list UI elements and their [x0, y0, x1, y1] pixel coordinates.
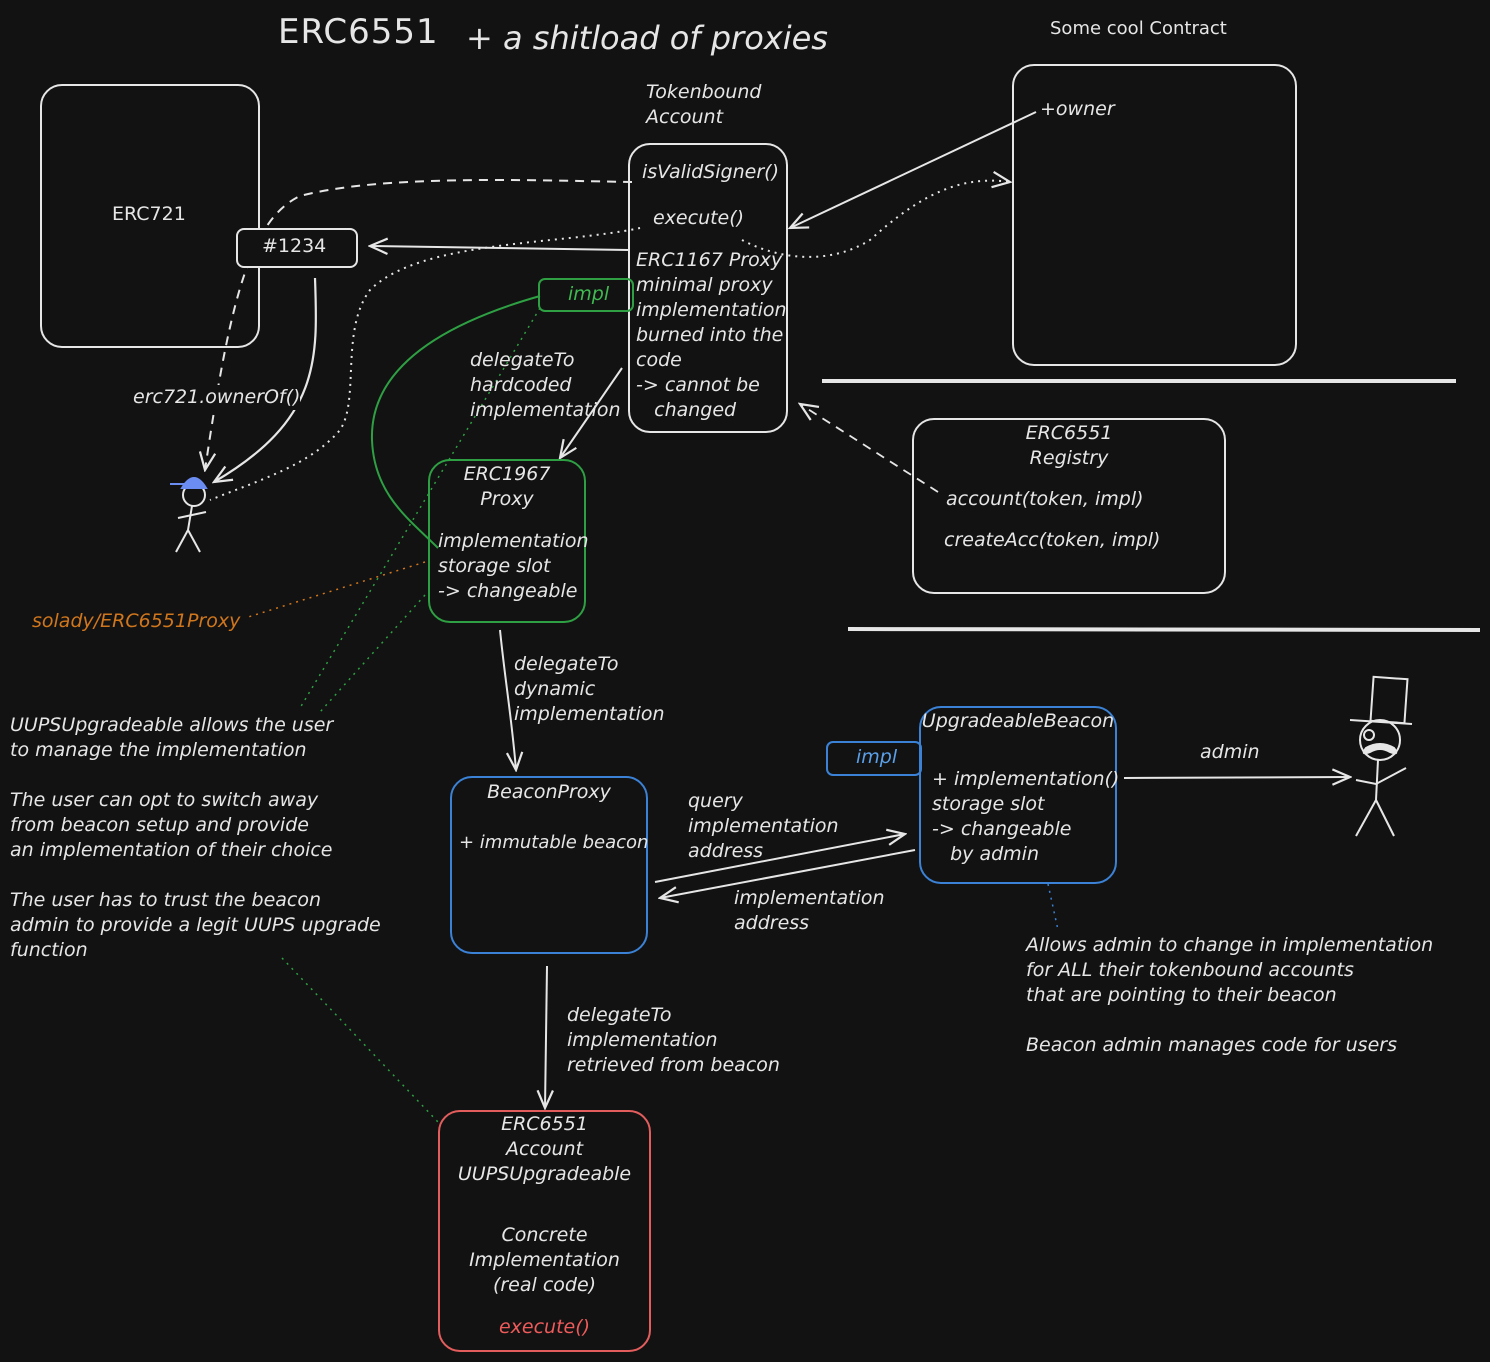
impl-tag-green-label: impl: [568, 283, 610, 305]
cool-contract-box: [1012, 64, 1297, 366]
delegate-dynamic-arrow: [499, 629, 516, 770]
solady-orange-dotted: [244, 561, 426, 619]
delegate-beacon-impl-label: delegateTo implementation retrieved from…: [567, 1004, 780, 1076]
query-arrow: [654, 834, 905, 883]
delegate-hardcoded-arrow: [560, 367, 623, 458]
delegate-hardcoded-label: delegateTo hardcoded implementation: [470, 349, 621, 421]
user-stick-figure-icon: [170, 477, 208, 553]
impl-tag-blue: [826, 741, 922, 776]
delegate-dynamic-label: delegateTo dynamic implementation: [514, 653, 665, 725]
erc721-box: [40, 84, 260, 348]
return-arrow: [660, 849, 916, 898]
erc1967-proxy-box: [428, 459, 586, 623]
registry-dashed-arrow: [800, 404, 939, 493]
erc1167-proxy-text: ERC1167 Proxy minimal proxy implementati…: [636, 249, 787, 421]
is-valid-signer-label: isValidSigner(): [642, 161, 779, 183]
erc6551-account-execute: execute(): [498, 1316, 591, 1338]
erc1967-title: ERC1967 Proxy: [463, 463, 551, 510]
registry-account-fn: account(token, impl): [946, 488, 1144, 510]
token-id-box: [236, 228, 358, 268]
delegate-impl-arrow: [545, 965, 547, 1108]
erc6551-registry-box: [912, 418, 1226, 594]
erc6551-account-body: Concrete Implementation (real code): [469, 1224, 620, 1296]
account-green-dotted: [281, 957, 439, 1123]
cool-contract-heading: Some cool Contract: [1050, 18, 1227, 39]
impl-tag-blue-label: impl: [856, 746, 898, 768]
erc721-label: ERC721: [112, 203, 186, 225]
owner-to-execute-arrow: [790, 111, 1037, 228]
solady-proxy-label: solady/ERC6551Proxy: [32, 610, 241, 632]
registry-create-fn: createAcc(token, impl): [944, 529, 1161, 551]
uups-explanation-note: UUPSUpgradeable allows the user to manag…: [10, 714, 381, 961]
upgradeable-beacon-title: UpgradeableBeacon: [921, 710, 1115, 732]
impl-tag-green: [538, 278, 634, 312]
execute-to-contract-dotted: [741, 181, 1010, 258]
impl-green-line: [370, 295, 541, 549]
tokenbound-account-box: [628, 143, 788, 433]
admin-arrow: [1123, 777, 1350, 778]
admin-tophat-stick-figure-icon: [1349, 675, 1413, 837]
separator-line-lower: [847, 627, 1481, 632]
beacon-admin-note: Allows admin to change in implementation…: [1026, 934, 1434, 1056]
is-valid-signer-dashed-arrow: [205, 179, 633, 470]
upgradeable-beacon-body: + implementation() storage slot -> chang…: [932, 768, 1120, 865]
upgradeable-beacon-box: [919, 706, 1117, 884]
impl-green-dotted: [299, 307, 541, 709]
erc1967-green-dotted: [319, 594, 426, 713]
owner-solid-arrow: [214, 277, 318, 482]
erc1967-body: implementation storage slot -> changeabl…: [438, 530, 589, 602]
execute-label: execute(): [653, 207, 745, 229]
diagram-subtitle: + a shitload of proxies: [466, 19, 828, 57]
owner-field-label: +owner: [1040, 98, 1115, 120]
owner-of-call-label: erc721.ownerOf(): [133, 385, 301, 410]
tokenbound-heading: Tokenbound Account: [646, 81, 762, 128]
erc6551-account-box: [438, 1110, 651, 1352]
admin-label: admin: [1200, 741, 1260, 763]
beacon-blue-dotted: [1047, 883, 1059, 931]
token-id-label: #1234: [262, 235, 327, 257]
implementation-address-label: implementation address: [734, 887, 885, 934]
token-link-arrow: [370, 246, 629, 250]
query-implementation-label: query implementation address: [688, 790, 839, 862]
registry-title: ERC6551 Registry: [1025, 422, 1113, 469]
beacon-proxy-title: BeaconProxy: [487, 781, 611, 803]
beacon-proxy-box: [450, 776, 648, 954]
erc6551-account-title: ERC6551 Account UUPSUpgradeable: [457, 1113, 632, 1185]
diagram-title: ERC6551: [278, 12, 439, 52]
beacon-proxy-body: + immutable beacon: [459, 832, 649, 853]
